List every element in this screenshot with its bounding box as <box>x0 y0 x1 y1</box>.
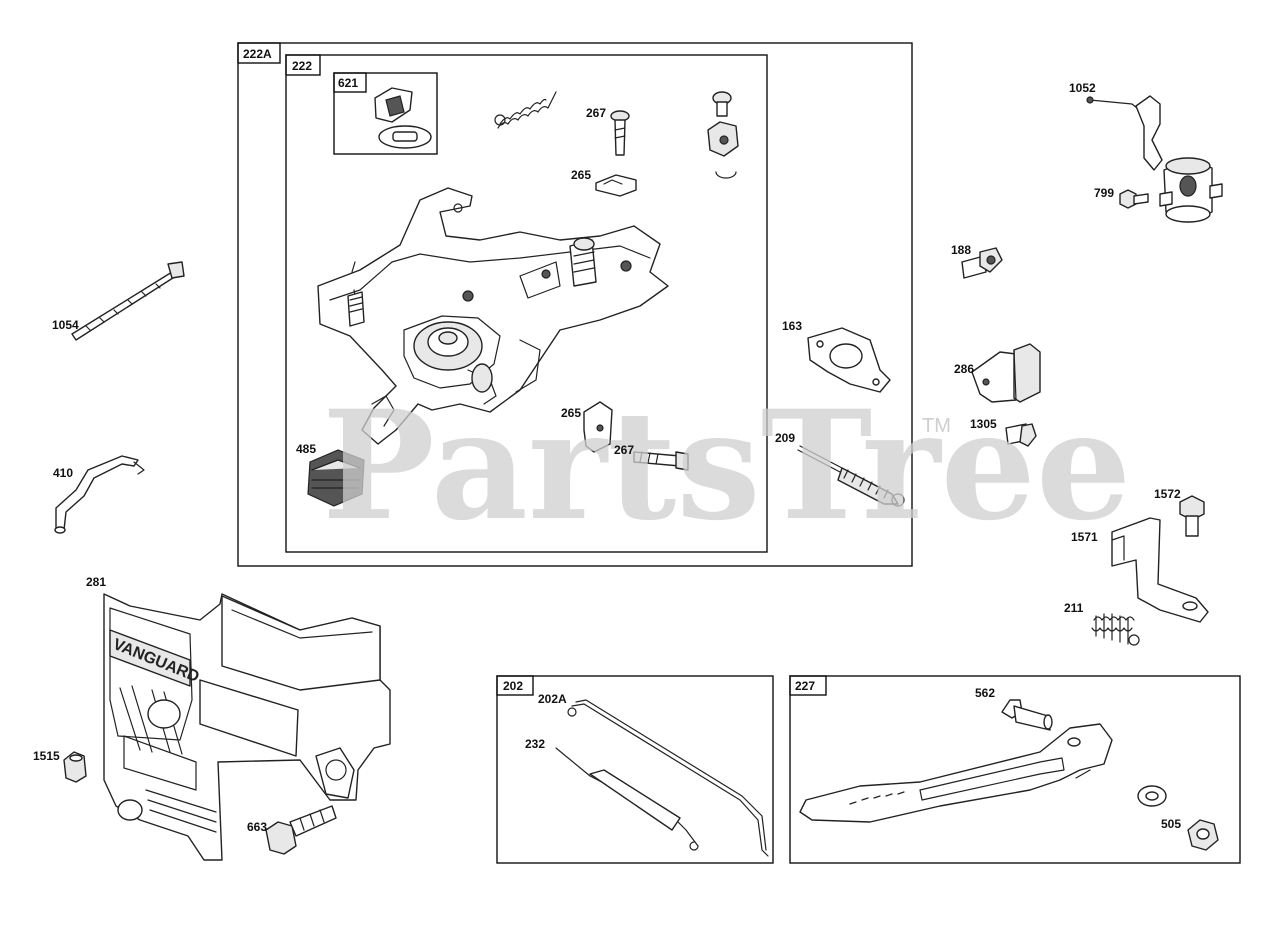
part-1572-bolt <box>1179 495 1205 537</box>
part-232-rod <box>555 747 699 851</box>
part-1052-solenoid <box>1086 95 1223 223</box>
part-1054-cable-tie <box>71 261 185 341</box>
part-267-screw-b <box>633 451 689 471</box>
part-227-lever <box>799 723 1113 823</box>
part-663-bolt <box>265 805 337 855</box>
part-188-bolt <box>961 247 1003 279</box>
part-562-shaft <box>1001 699 1053 731</box>
part-621-bracket <box>374 87 432 149</box>
box-222A: 222A <box>237 42 913 567</box>
callout-232: 232 <box>525 737 545 751</box>
part-1515-nut <box>63 751 87 783</box>
callout-202A: 202A <box>538 692 567 706</box>
part-211-spring <box>1091 613 1140 646</box>
box-label-222A: 222A <box>243 47 272 61</box>
part-spring-small <box>494 91 557 129</box>
callout-1305: 1305 <box>970 417 997 431</box>
callout-562: 562 <box>975 686 995 700</box>
callout-281: 281 <box>86 575 106 589</box>
callout-1571: 1571 <box>1071 530 1098 544</box>
callout-286: 286 <box>954 362 974 376</box>
callout-267: 267 <box>614 443 634 457</box>
callout-663: 663 <box>247 820 267 834</box>
part-washer <box>1137 785 1167 807</box>
callout-1515: 1515 <box>33 749 60 763</box>
callout-265: 265 <box>571 168 591 182</box>
callout-485: 485 <box>296 442 316 456</box>
part-1305-screw <box>1005 423 1037 447</box>
box-621: 621 <box>333 72 438 155</box>
part-163-gasket <box>807 327 891 393</box>
part-799-screw <box>1119 189 1149 209</box>
box-label-621: 621 <box>338 76 358 90</box>
callout-163: 163 <box>782 319 802 333</box>
part-267-screw-a <box>610 110 630 156</box>
callout-410: 410 <box>53 466 73 480</box>
callout-505: 505 <box>1161 817 1181 831</box>
part-209-spring <box>797 445 905 507</box>
watermark-trademark: TM <box>922 415 951 437</box>
callout-799: 799 <box>1094 186 1114 200</box>
part-265-clip-a <box>595 174 637 197</box>
part-505-nut <box>1187 819 1219 851</box>
box-222: 222 <box>285 54 768 553</box>
callout-1572: 1572 <box>1154 487 1181 501</box>
part-265-clip-b <box>583 401 613 453</box>
part-410-link <box>54 455 145 534</box>
box-label-202: 202 <box>503 679 523 693</box>
watermark: PartsTree TM <box>322 378 1131 554</box>
box-label-222: 222 <box>292 59 312 73</box>
box-label-227: 227 <box>795 679 815 693</box>
part-1571-bracket <box>1111 517 1209 623</box>
part-281-cover: VANGUARD <box>103 593 391 861</box>
part-202A-rod <box>567 699 769 857</box>
callout-1052: 1052 <box>1069 81 1096 95</box>
callout-267: 267 <box>586 106 606 120</box>
callout-211: 211 <box>1064 601 1084 615</box>
part-485-damper <box>307 449 365 507</box>
part-286-cap <box>971 343 1041 403</box>
part-screw-nut-set <box>707 91 739 179</box>
box-202: 202 <box>496 675 774 864</box>
callout-209: 209 <box>775 431 795 445</box>
callout-188: 188 <box>951 243 971 257</box>
callout-265: 265 <box>561 406 581 420</box>
callout-1054: 1054 <box>52 318 79 332</box>
box-227: 227 <box>789 675 1241 864</box>
watermark-text: PartsTree <box>322 378 1131 554</box>
part-governor-bracket <box>317 187 669 445</box>
callout-labels: 267 265 265 267 485 163 209 1052 799 188… <box>33 81 1181 834</box>
